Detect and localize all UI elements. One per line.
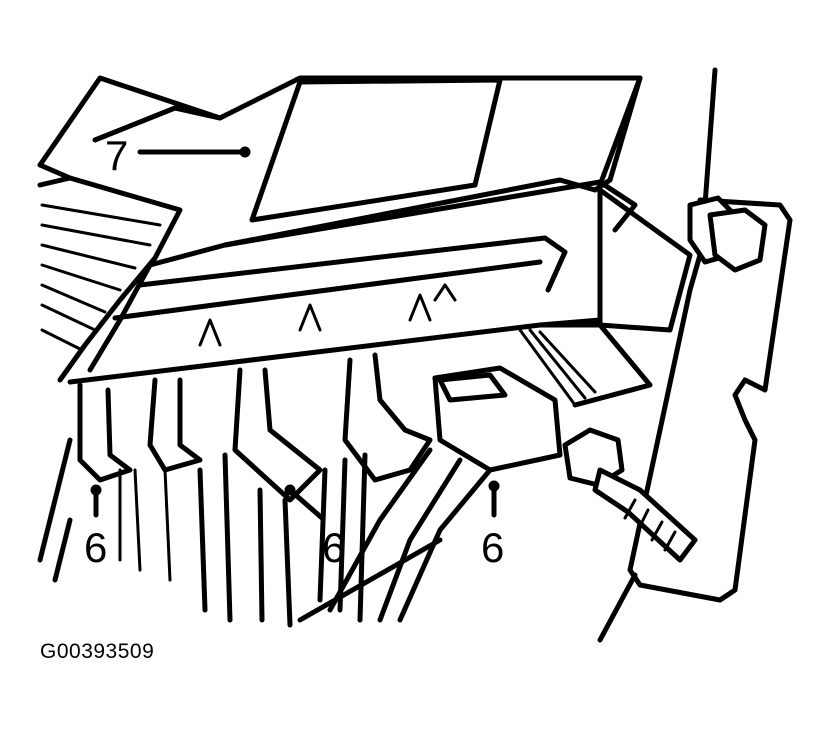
- callout-6-left: 6: [84, 484, 107, 571]
- control-module: [37, 75, 693, 408]
- callout-6-middle-label: 6: [322, 524, 345, 571]
- callout-6-right-label: 6: [481, 524, 504, 571]
- callout-6-left-label: 6: [84, 524, 107, 571]
- callout-7-label: 7: [105, 132, 128, 179]
- bolt-bottom-icon: [562, 427, 698, 563]
- bolt-top-icon: [687, 195, 768, 273]
- mounting-bracket: [597, 67, 793, 643]
- callout-6-middle: 6: [284, 484, 345, 571]
- connector-middle: [197, 352, 433, 628]
- figure-id: G00393509: [40, 640, 155, 663]
- wire-harness-left: [37, 105, 223, 383]
- callout-6-right: 6: [481, 480, 504, 571]
- callout-7: 7: [105, 132, 251, 179]
- connector-right: [198, 283, 563, 623]
- connector-left: [37, 377, 203, 583]
